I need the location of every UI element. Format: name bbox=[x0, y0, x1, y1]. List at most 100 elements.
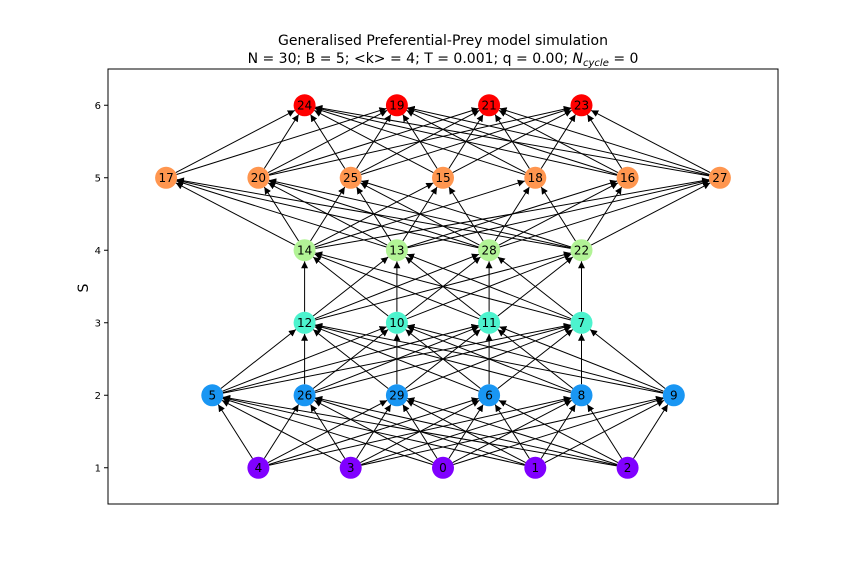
node-1: 1 bbox=[524, 456, 547, 479]
edge-18-24 bbox=[314, 107, 525, 175]
edge-3-5 bbox=[221, 399, 342, 464]
node-28: 28 bbox=[478, 239, 501, 262]
edge-27-23 bbox=[590, 109, 711, 174]
node-2: 2 bbox=[616, 456, 639, 479]
edge-2-5 bbox=[223, 394, 617, 467]
chart-title: Generalised Preferential-Prey model simu… bbox=[278, 33, 608, 49]
node-circle bbox=[293, 94, 316, 117]
edge-15-24 bbox=[314, 109, 434, 174]
node-label: 5 bbox=[208, 389, 216, 403]
node-label: 21 bbox=[481, 99, 496, 113]
edge-2-8 bbox=[586, 404, 623, 459]
node-circle bbox=[385, 239, 408, 262]
node-circle bbox=[708, 166, 731, 189]
edge-2-6 bbox=[498, 399, 619, 464]
node-circle bbox=[432, 166, 454, 189]
edge-10-14 bbox=[312, 256, 389, 317]
node-label: 20 bbox=[251, 171, 266, 185]
node-3: 3 bbox=[339, 456, 362, 479]
node-label: 28 bbox=[481, 244, 496, 258]
node-26: 26 bbox=[293, 384, 316, 407]
node-8: 8 bbox=[570, 384, 593, 407]
edge-7-13 bbox=[406, 253, 572, 320]
node-label: 16 bbox=[620, 171, 635, 185]
edge-2-29 bbox=[407, 397, 618, 465]
edge-13-17 bbox=[176, 179, 387, 248]
node-label: 13 bbox=[389, 244, 404, 258]
node-label: 15 bbox=[435, 171, 450, 185]
node-14: 14 bbox=[293, 239, 316, 262]
edge-28-17 bbox=[176, 178, 479, 249]
edge-9-10 bbox=[407, 323, 664, 393]
node-circle bbox=[385, 384, 408, 407]
edge-20-24 bbox=[263, 114, 300, 169]
node-label: 0 bbox=[439, 461, 447, 475]
node-circle bbox=[616, 166, 639, 189]
node-5: 5 bbox=[201, 384, 224, 407]
node-label: 26 bbox=[297, 389, 312, 403]
node-label: 10 bbox=[389, 316, 404, 330]
node-label: 3 bbox=[347, 461, 355, 475]
node-circle bbox=[155, 166, 178, 189]
subtitle-math-sub: cycle bbox=[583, 58, 609, 69]
subtitle-prefix: N = 30; B = 5; <k> = 4; T = 0.001; q = 0… bbox=[248, 51, 573, 67]
edge-27-19 bbox=[407, 105, 710, 176]
node-circle bbox=[616, 456, 639, 479]
node-circle bbox=[293, 311, 316, 334]
node-18: 18 bbox=[524, 166, 547, 189]
chart-subtitle: N = 30; B = 5; <k> = 4; T = 0.001; q = 0… bbox=[248, 51, 639, 69]
edge-9-7 bbox=[589, 329, 666, 389]
edge-4-5 bbox=[217, 404, 253, 459]
edge-11-14 bbox=[314, 253, 480, 320]
node-circle bbox=[570, 384, 593, 407]
edge-2-9 bbox=[633, 404, 669, 459]
node-24: 24 bbox=[293, 94, 316, 117]
y-axis-label: S bbox=[76, 283, 92, 292]
edge-2-26 bbox=[315, 395, 618, 466]
node-circle bbox=[524, 456, 547, 479]
subtitle-math-base: N bbox=[573, 51, 584, 67]
node-21: 21 bbox=[478, 94, 501, 117]
node-6: 6 bbox=[478, 384, 501, 407]
edge-1-5 bbox=[222, 395, 525, 466]
y-tick-label: 1 bbox=[95, 463, 101, 474]
y-tick-label: 3 bbox=[95, 318, 101, 329]
node-circle bbox=[339, 456, 362, 479]
node-label: 19 bbox=[389, 99, 404, 113]
node-circle bbox=[385, 94, 408, 117]
node-label: 24 bbox=[297, 99, 312, 113]
node-20: 20 bbox=[247, 166, 270, 189]
node-label: 29 bbox=[389, 389, 404, 403]
node-label: 27 bbox=[712, 171, 727, 185]
edge-29-12 bbox=[312, 329, 389, 389]
edge-22-17 bbox=[176, 177, 571, 249]
edge-25-24 bbox=[310, 114, 346, 169]
node-15: 15 bbox=[432, 166, 454, 189]
node-label: 2 bbox=[624, 461, 632, 475]
node-circle bbox=[570, 239, 593, 262]
edge-22-27 bbox=[590, 182, 711, 246]
node-circle bbox=[478, 239, 501, 262]
subtitle-math-suffix: = 0 bbox=[609, 51, 639, 67]
node-circle bbox=[478, 94, 501, 117]
node-0: 0 bbox=[432, 456, 454, 479]
edge-28-18 bbox=[494, 186, 530, 242]
edge-16-24 bbox=[315, 105, 618, 176]
edge-7-28 bbox=[497, 256, 574, 317]
node-19: 19 bbox=[385, 94, 408, 117]
node-circle bbox=[247, 456, 270, 479]
node-circle bbox=[570, 94, 593, 117]
node-circle bbox=[524, 166, 547, 189]
y-tick-label: 4 bbox=[95, 246, 101, 257]
node-27: 27 bbox=[708, 166, 731, 189]
node-label: 23 bbox=[574, 99, 589, 113]
node-circle bbox=[432, 456, 454, 479]
node-label: 11 bbox=[481, 316, 496, 330]
node-circle bbox=[662, 384, 685, 407]
edge-22-16 bbox=[586, 186, 623, 242]
node-label: 12 bbox=[297, 316, 312, 330]
edge-6-12 bbox=[314, 326, 480, 392]
